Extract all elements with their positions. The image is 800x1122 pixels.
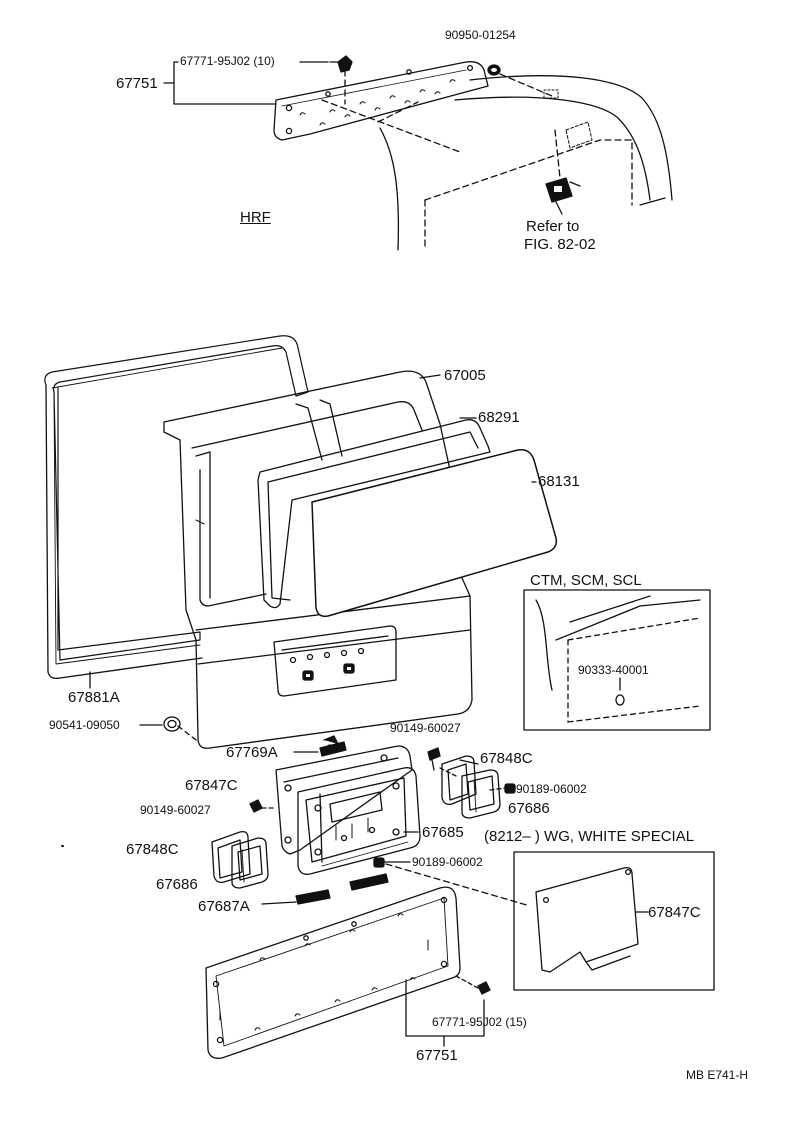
leader-lines-middle [90,375,536,740]
plate-bracket-67847c [276,736,412,854]
label-67686-left: 67686 [156,876,198,893]
grommet-90541 [164,717,180,731]
label-67848c-right: 67848C [480,750,533,767]
label-67751-bottom: 67751 [416,1047,458,1064]
label-68291: 68291 [478,409,520,426]
label-refer-to: Refer to [526,218,580,235]
lamp-lens-67686-left [232,838,268,888]
screw-90149-left [250,800,276,812]
pads-67687a [262,874,388,904]
inset-ctm-box [524,590,710,730]
screw-90149-right [428,748,456,776]
nut-90189-center [374,858,410,867]
lamp-connector-fig82 [546,178,580,214]
footer-code: MB E741-H [686,1068,749,1082]
label-inset-ctm: CTM, SCM, SCL [530,572,642,589]
inset-wg-box [514,852,714,990]
label-90333: 90333-40001 [578,663,649,677]
clip-67771-bottom [456,976,490,994]
label-67751-top: 67751 [116,75,158,92]
bracket-67751-top [164,62,328,104]
label-90149-left: 90149-60027 [140,803,211,817]
back-window-glass-68131 [312,450,556,617]
label-hrf: HRF [240,209,271,226]
spoiler-panel-67751 [274,62,488,140]
plate-frame-67685 [298,768,420,875]
label-68131: 68131 [538,473,580,490]
label-67687a: 67687A [198,898,250,915]
label-67005: 67005 [444,367,486,384]
bracket-67751-bottom [406,980,484,1046]
glass-weatherstrip-68291 [258,420,490,608]
label-67847c-right: 67847C [648,904,701,921]
back-door-panel-67005 [164,371,472,748]
clip-67771-top [330,56,352,72]
label-90189-center: 90189-06002 [412,855,483,869]
body-outline-top [380,76,672,250]
label-67848c-left: 67848C [126,841,179,858]
grommet-90950 [488,65,500,75]
label-67769a: 67769A [226,744,278,761]
lamp-housing-67848c-right [442,756,478,804]
leader-to-inset-wg [386,864,530,906]
leader-lines-top [322,70,560,178]
weatherstrip-67881a [45,336,308,679]
label-fig-ref: FIG. 82-02 [524,236,596,253]
nut-90189-right [490,784,515,793]
label-90950: 90950-01254 [445,28,516,42]
lamp-housing-67848c-left [212,832,250,883]
label-67847c-left: 67847C [185,777,238,794]
label-90541: 90541-09050 [49,718,120,732]
label-67686-right: 67686 [508,800,550,817]
hatch-marks-top [544,90,592,148]
label-inset-wg: (8212– ) WG, WHITE SPECIAL [484,828,695,845]
label-67685: 67685 [422,824,464,841]
label-90149-right: 90149-60027 [390,721,461,735]
label-67771-top: 67771-95J02 (10) [180,54,275,68]
lamp-lens-67686-right [462,770,500,818]
label-67881a: 67881A [68,689,120,706]
label-67771-bottom: 67771-95J02 (15) [432,1015,527,1029]
label-90189-right: 90189-06002 [516,782,587,796]
garnish-panel-67751-bottom [206,887,460,1058]
